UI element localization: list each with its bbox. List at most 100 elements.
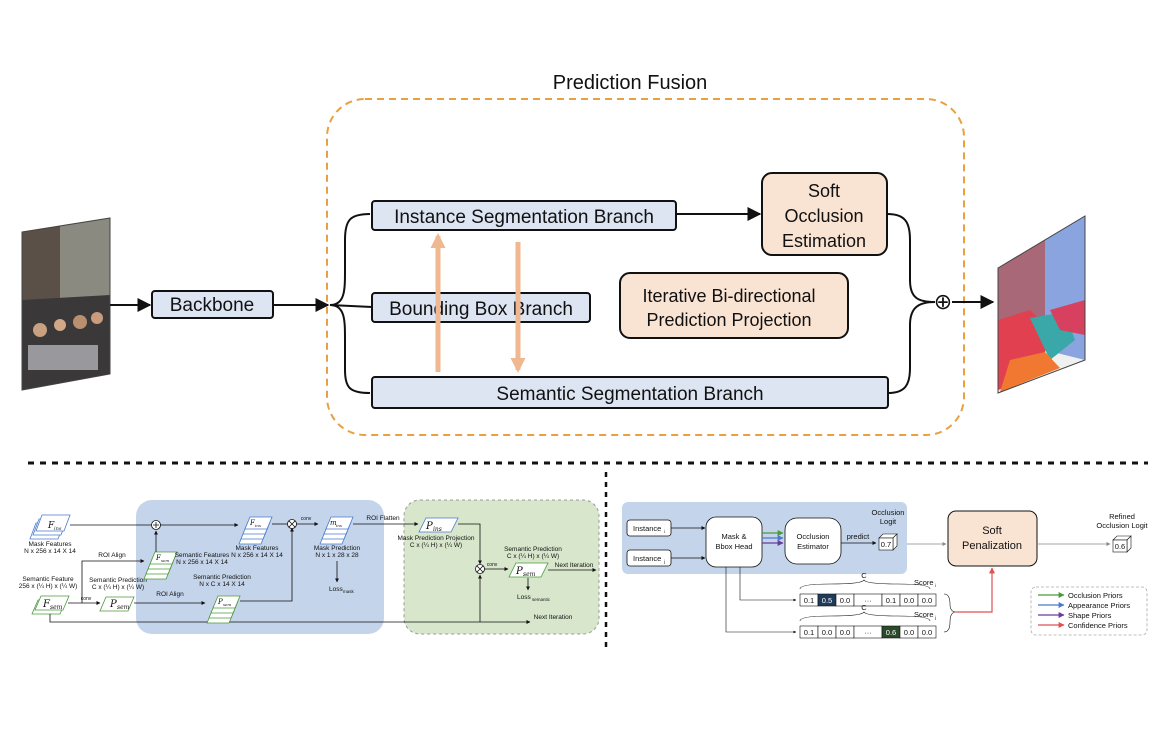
score-j-cell: 0.0 [840,628,850,637]
refined-logit-cube [1112,535,1132,553]
soft-occlusion-label-2: Occlusion [784,206,863,226]
backbone-label: Backbone [170,295,255,316]
f-ins-small-sub: sem [161,558,169,563]
f-ins-sub: ins [54,526,62,532]
iterative-label-1: Iterative Bi-directional [642,286,815,306]
mask-features-1-line1: Mask Features [29,541,73,548]
semantic-prediction-1-line2: C x (¼ H) x (¼ W) [92,584,144,591]
line-next-iteration [49,614,531,624]
roi-align-1-label: ROI Align [98,552,126,559]
f-sem-sub: sem [50,604,63,611]
instance-branch-label: Instance Segmentation Branch [394,207,654,228]
m-ins-stack [319,516,354,545]
mask-projection-line2: C x (¼ H) x (¼ W) [410,542,462,549]
score-j-sub: j [934,615,936,620]
mask-features-1-line2: N x 256 x 14 X 14 [24,548,76,555]
loss-mask-sub: mask [343,589,355,594]
semantic-feature-line1: Semantic Feature [22,576,74,583]
conv-label-2: conv [301,516,312,522]
semantic-prediction-3-line1: Semantic Prediction [504,546,562,553]
line-head-to-score-i [739,567,797,602]
score-j-cell: 0.0 [822,628,832,637]
next-iteration-1-label: Next Iteration [555,562,594,569]
p-sem-small-sub: sem [223,602,231,607]
prediction-fusion-title: Prediction Fusion [553,72,708,94]
semantic-branch-label: Semantic Segmentation Branch [496,384,763,405]
legend-item: Confidence Priors [1038,621,1128,630]
semantic-prediction-3-line2: C x (¼ H) x (¼ W) [507,553,559,560]
occlusion-estimator-box [784,517,842,565]
loss-semantic-label: Loss [517,594,531,601]
m-ins-sub: ins [336,523,342,528]
mask-features-2-line1: Mask Features [236,545,280,552]
brace-c-2 [799,611,931,622]
soft-occlusion-label-1: Soft [808,181,840,201]
roi-align-2-label: ROI Align [156,591,184,598]
bbox-branch-box [371,292,591,323]
score-i-cell: 0.0 [922,596,932,605]
p-sem-small-symbol: P [217,598,223,606]
semantic-features-line2: N x 256 x 14 X 14 [176,559,228,566]
legend-box [1030,586,1148,636]
mask-projection-line1: Mask Prediction Projection [398,535,475,542]
loss-semantic-sub: semantic [532,597,551,602]
legend-label: Appearance Priors [1068,601,1130,610]
p-ins-symbol: P [425,521,433,532]
line-head-to-score-j [725,567,797,634]
score-merge-brace [943,593,957,633]
score-j-label: Score [914,610,934,619]
fusion-plus-icon: ⊕ [934,289,952,314]
soft-penalization-label-2: Penalization [962,540,1022,552]
f-ins-symbol: F [47,521,55,531]
semantic-features-line1: Semantic Features [175,552,230,559]
c-label-2: C [861,603,867,612]
f-ins-stack [29,514,71,540]
occlusion-logit-value: 0.7 [881,540,891,549]
refined-logit-line1: Refined [1109,512,1135,521]
score-j-cell: 0.6 [886,628,896,637]
head-label-1: Mask & [721,532,746,541]
line-psem-to-otimes [240,527,294,602]
green-panel [403,499,600,635]
score-j-cell: ··· [864,628,872,637]
f-ins-2-symbol: F [249,519,256,527]
iterative-label-2: Prediction Projection [646,310,811,330]
soft-penalization-label-1: Soft [982,525,1002,537]
legend-item: Appearance Priors [1038,601,1130,610]
blue-panel [136,500,384,634]
occlusion-logit-line1: Occlusion [872,508,905,517]
roi-flatten-label: ROI Flatten [366,515,400,522]
p-sem-3-box [508,562,549,578]
score-j-cell: 0.1 [804,628,814,637]
merge-from-semantic [887,301,936,394]
p-ins-sub: ins [433,526,442,533]
occlusion-logit-cube [878,533,898,551]
bbox-branch-label: Bounding Box Branch [389,299,573,320]
f-ins-2-sub: ins [255,523,261,528]
semantic-prediction-stack [206,595,241,624]
instance-i-sub: i [664,529,665,534]
line-roi-align-1 [81,559,145,603]
p-sem-symbol: P [109,599,117,610]
semantic-prediction-2-line2: N x C x 14 X 14 [199,581,245,588]
instance-j-sub: j [663,559,665,564]
instance-j-label: Instance [633,554,661,563]
line-pins-to-otimes [458,523,482,565]
score-i-cell: 0.1 [886,596,896,605]
legend-label: Shape Priors [1068,611,1112,620]
occlusion-logit-line2: Logit [880,517,897,526]
brace-c-1 [799,579,931,590]
iterative-projection-box [619,272,849,339]
input-image [21,217,111,391]
score-row-i [799,593,937,607]
brace-to-semantic [329,304,371,394]
score-i-cell: ··· [864,596,872,605]
m-ins-symbol: m [330,519,337,527]
mask-features-2-line2: N x 256 x 14 X 14 [231,552,283,559]
conv-label-1: conv [81,596,92,602]
instance-branch-box [371,200,677,231]
p-sem-3-symbol: P [515,566,523,577]
merge-from-occlusion [886,213,936,303]
score-row-j [799,625,937,639]
legend-item: Occlusion Priors [1038,591,1123,600]
